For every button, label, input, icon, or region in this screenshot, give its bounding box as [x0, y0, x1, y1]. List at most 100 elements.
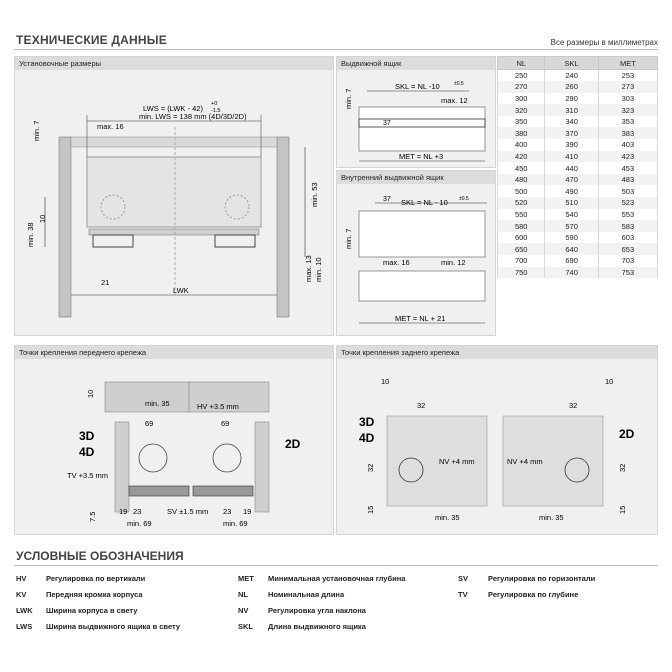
front-3d: 3D [79, 429, 95, 443]
rear-32c: 32 [569, 401, 577, 410]
rear-10b: 10 [605, 377, 613, 386]
gear-left-icon [100, 194, 126, 220]
rear-min35b: min. 35 [539, 513, 564, 522]
front-2d: 2D [285, 437, 301, 451]
lws-tol-top: +0 [211, 101, 217, 107]
legend-text: Минимальная установочная глубина [268, 574, 406, 583]
table-cell: 260 [544, 81, 599, 93]
inner-skl-tol: ±0.5 [459, 196, 469, 202]
rear-nv-a: NV +4 mm [439, 457, 475, 466]
rear-15a: 15 [366, 506, 375, 514]
install-panel: Установочные размеры LWS = (LWK - 42) +0… [14, 56, 334, 336]
inner-met: MET = NL + 21 [395, 314, 445, 323]
front-10: 10 [86, 390, 95, 398]
rear-bracket-left-icon [398, 457, 424, 483]
min7-label: min. 7 [32, 121, 41, 141]
front-mechanism-left-icon [138, 443, 168, 473]
rear-nv-b: NV +4 mm [507, 457, 543, 466]
table-cell: 403 [597, 139, 659, 151]
front-mechanism-right-icon [212, 443, 242, 473]
legend-text: Регулировка угла наклона [268, 606, 366, 615]
table-cell: 370 [544, 127, 599, 140]
table-cell: 250 [496, 69, 546, 82]
table-cell: 753 [597, 266, 659, 279]
table-cell: 380 [496, 127, 546, 140]
table-cell: 350 [496, 115, 546, 128]
table-cell: 510 [544, 197, 599, 209]
col-nl: NL [496, 56, 546, 70]
legend-title: УСЛОВНЫЕ ОБОЗНАЧЕНИЯ [16, 549, 184, 563]
table-cell: 480 [496, 173, 546, 186]
rear-min35a: min. 35 [435, 513, 460, 522]
col-met: MET [597, 56, 659, 70]
front-19: 19 [119, 507, 127, 516]
max13-label: max. 13 [304, 255, 313, 282]
legend-abbr: MET [238, 574, 254, 583]
table-cell: 740 [544, 266, 599, 279]
cabinet-right-side [276, 136, 290, 318]
legend-abbr: LWK [16, 606, 33, 615]
units-note: Все размеры в миллиметрах [550, 38, 658, 47]
inner-min7: min. 7 [344, 229, 353, 249]
table-cell: 423 [597, 150, 659, 163]
front-tv: TV +3.5 mm [67, 471, 108, 480]
legend-text: Ширина корпуса в свету [46, 606, 138, 615]
table-cell: 400 [496, 139, 546, 151]
table-cell: 410 [544, 150, 599, 163]
table-cell: 690 [544, 255, 599, 267]
table-cell: 500 [496, 185, 546, 198]
front-23a: 23 [133, 507, 141, 516]
table-cell: 450 [496, 162, 546, 174]
table-cell: 310 [544, 104, 599, 116]
rear-10a: 10 [381, 377, 389, 386]
table-cell: 580 [496, 220, 546, 232]
table-cell: 320 [496, 104, 546, 116]
legend-abbr: NV [238, 606, 249, 615]
inner-min12: min. 12 [441, 258, 466, 267]
legend-item: NV Регулировка угла наклона [238, 606, 366, 615]
table-cell: 390 [544, 139, 599, 151]
table-cell: 640 [544, 243, 599, 255]
table-cell: 490 [544, 185, 599, 198]
table-cell: 470 [544, 173, 599, 186]
rear-4d: 4D [359, 431, 375, 445]
install-diagram: LWS = (LWK - 42) +0 -1.5 min. LWS = 138 … [26, 101, 323, 318]
table-cell: 503 [597, 185, 659, 198]
table-cell: 750 [496, 266, 546, 279]
drawer-panel: Выдвижной ящик SKL = NL -10 ±0.5 max. 12… [336, 56, 496, 168]
front-hv: HV +3.5 mm [197, 402, 239, 411]
legend-item: LWK Ширина корпуса в свету [16, 606, 137, 615]
legend-text: Длина выдвижного ящика [268, 622, 366, 631]
page-title: ТЕХНИЧЕСКИЕ ДАННЫЕ [16, 33, 167, 47]
table-cell: 703 [597, 255, 659, 267]
table-cell: 650 [496, 243, 546, 255]
legend-abbr: HV [16, 574, 27, 583]
front-mount-diagram: 10 min. 35 HV +3.5 mm 69 69 TV +3.5 mm 7… [67, 381, 301, 528]
front-sv: SV ±1.5 mm [167, 507, 208, 516]
drawer-panel-header: Выдвижной ящик [337, 57, 495, 70]
front-min69b: min. 69 [223, 519, 248, 528]
legend-text: Регулировка по глубине [488, 590, 579, 599]
front-mount-panel-header: Точки крепления переднего крепежа [15, 346, 333, 359]
front-min69a: min. 69 [127, 519, 152, 528]
rear-mount-diagram: 10 32 32 NV +4 mm 15 min. 35 10 32 32 NV… [359, 377, 635, 522]
lws-formula: LWS = (LWK - 42) [143, 104, 203, 113]
legend-abbr: NL [238, 590, 248, 599]
front-4d: 4D [79, 445, 95, 459]
table-cell: 340 [544, 115, 599, 128]
table-cell: 253 [597, 69, 659, 82]
table-cell: 240 [544, 69, 599, 82]
table-cell: 523 [597, 197, 659, 209]
